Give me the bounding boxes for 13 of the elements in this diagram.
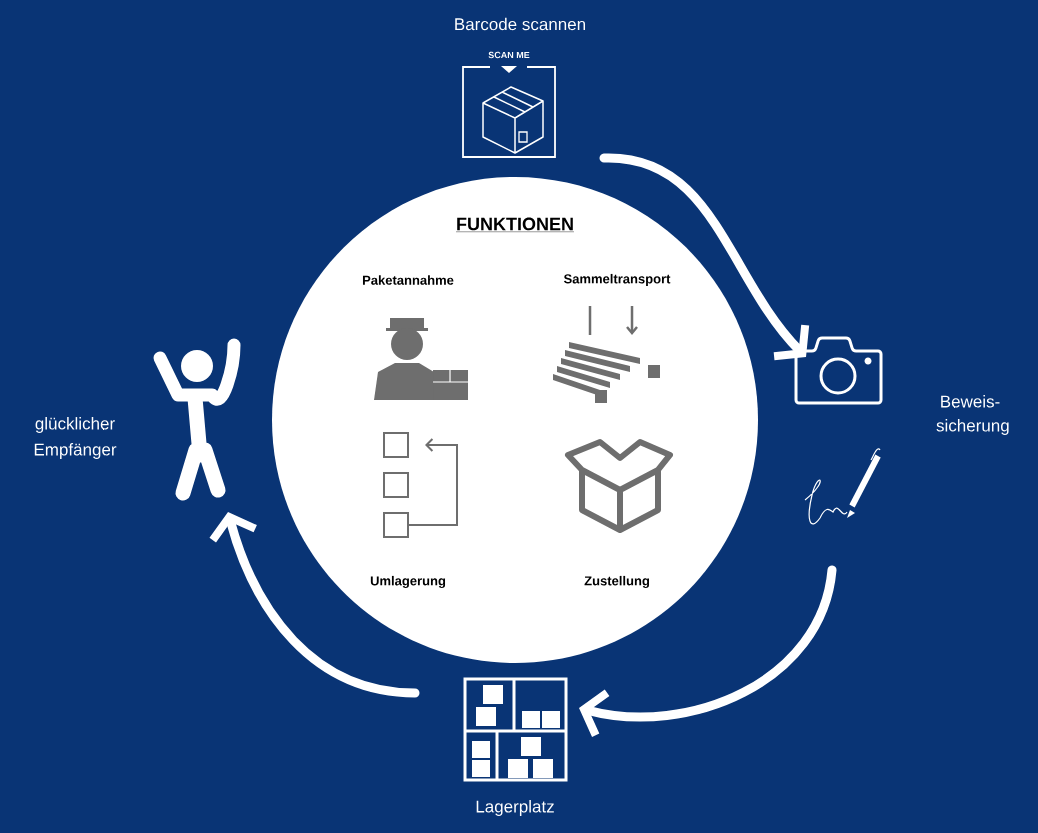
function-label: Paketannahme bbox=[363, 275, 454, 285]
scan-label: SCAN ME bbox=[488, 51, 530, 59]
function-label: Zustellung bbox=[584, 575, 649, 589]
stage-label: Barcode scannen bbox=[455, 17, 585, 31]
heading: FUNKTIONEN bbox=[455, 217, 575, 232]
curved-arrow bbox=[599, 153, 810, 361]
curved-arrow bbox=[579, 565, 837, 737]
stage-label: Lagerplatz bbox=[476, 800, 554, 816]
stage-label: Beweis-sicherung bbox=[936, 395, 1009, 435]
curved-arrow bbox=[209, 512, 420, 698]
function-label: Umlagerung bbox=[370, 575, 446, 589]
stage-label: glücklicher Empfänger bbox=[34, 417, 117, 459]
function-label: Sammeltransport bbox=[563, 273, 671, 287]
